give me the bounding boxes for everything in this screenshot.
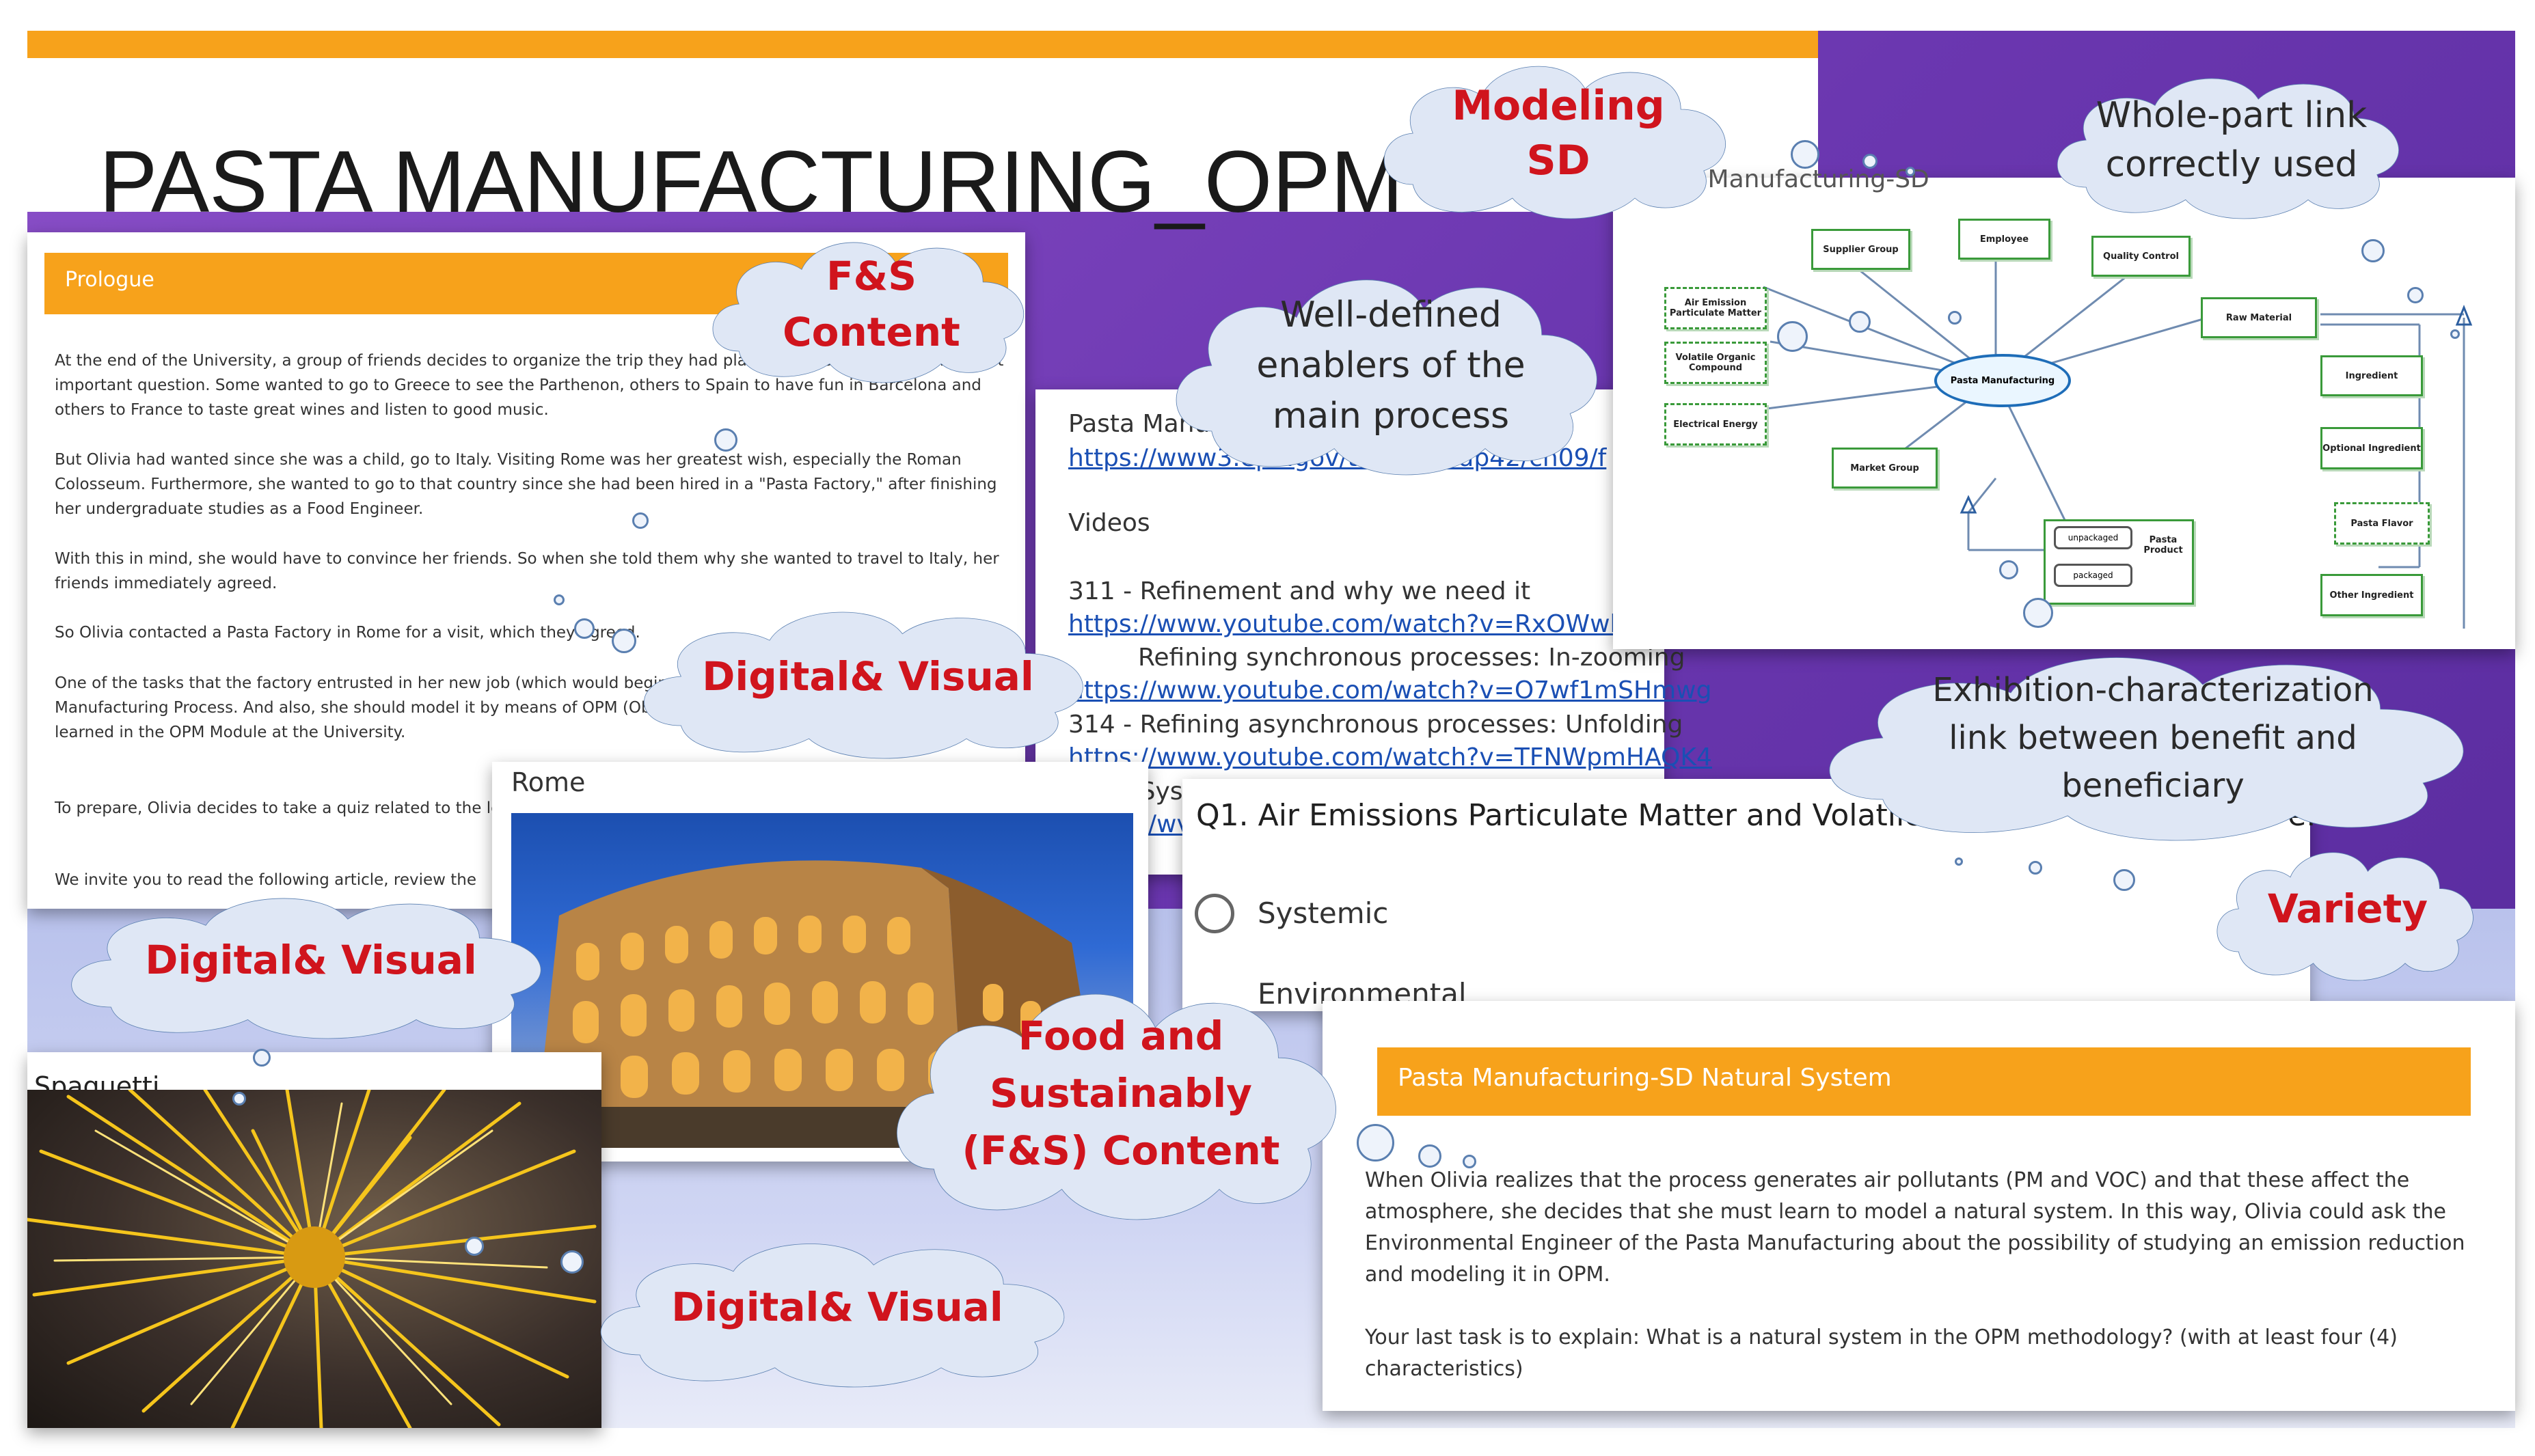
cloud-digital-visual-left: Digital& Visual [48,881,574,1039]
prologue-paragraph: We invite you to read the following arti… [55,871,477,889]
bubble-dot [1849,311,1871,333]
bubble-dot [714,428,737,452]
bubble-dot [253,1049,271,1067]
video-label: Refining synchronous processes: In-zoomi… [1138,644,1685,672]
natural-system-header: Pasta Manufacturing-SD Natural System [1377,1047,2471,1116]
prologue-title: Prologue [65,268,154,292]
cloud-well-defined: Well-defined enablers of the main proces… [1155,256,1627,475]
prologue-paragraph: With this in mind, she would have to con… [55,550,999,592]
video-label: 311 - Refinement and why we need it [1068,577,1531,605]
spaghetti-drawing [27,1090,597,1428]
node-quality: Quality Control [2091,236,2191,277]
node-voc: Volatile Organic Compound [1664,342,1767,384]
spaghetti-card: Spaguetti [27,1052,601,1428]
video-link[interactable]: https://www.youtube.com/watch?v=RxOWwh [1068,610,1626,638]
prologue-paragraph: But Olivia had wanted since she was a ch… [55,451,997,518]
prologue-paragraph: So Olivia contacted a Pasta Factory in R… [55,624,640,642]
node-pasta-flavor: Pasta Flavor [2334,502,2430,545]
state-unpackaged: unpackaged [2054,526,2132,549]
bubble-dot [2407,287,2424,303]
spaghetti-image [27,1090,601,1428]
option-systemic: Systemic [1258,896,1389,930]
node-supplier: Supplier Group [1811,229,1910,270]
bubble-dot [1862,154,1877,169]
node-ingredient: Ingredient [2320,355,2423,396]
cloud-exhibition: Exhibition-characterization link between… [1798,635,2508,840]
bubble-dot [554,594,565,605]
cloud-digital-visual-top: Digital& Visual [622,594,1114,758]
bubble-dot [2029,861,2042,875]
bubble-dot [1948,311,1962,325]
bubble-dot [1906,167,1915,176]
bubble-dot [1955,857,1963,866]
cloud-whole-part: Whole-part link correctly used [2040,61,2423,219]
node-other-ingredient: Other Ingredient [2320,574,2423,616]
bubble-dot [574,618,595,639]
video-link[interactable]: https://www.youtube.com/watch?v=O7wf1mSH… [1068,676,1712,704]
bubble-dot [1791,140,1819,169]
bubble-dot [1463,1155,1476,1168]
cloud-variety: Variety [2204,837,2491,980]
bubble-dot [2450,329,2460,339]
node-market: Market Group [1832,448,1938,489]
natural-system-card: Pasta Manufacturing-SD Natural System Wh… [1323,1001,2515,1411]
radio-systemic[interactable] [1195,894,1234,933]
cloud-modeling-sd: Modeling SD [1367,48,1750,219]
bubble-dot [2361,239,2385,262]
videos-label: Videos [1068,509,1150,537]
bubble-dot [1777,321,1808,352]
bubble-dot [1999,560,2018,579]
cloud-food-sustainably: Food and Sustainably (F&S) Content [875,967,1367,1220]
bubble-dot [465,1237,484,1256]
natural-system-question: Your last task is to explain: What is a … [1365,1325,2398,1381]
node-energy: Electrical Energy [1664,403,1767,445]
video-label: 314 - Refining asynchronous processes: U… [1068,711,1683,739]
state-packaged: packaged [2054,564,2132,587]
cloud-fs-content: F&S Content [697,225,1046,383]
bubble-dot [1357,1124,1394,1162]
bubble-dot [612,629,636,653]
node-optional-ingredient: Optional Ingredient [2320,427,2423,469]
bubble-dot [2113,869,2135,891]
natural-system-title: Pasta Manufacturing-SD Natural System [1398,1064,1892,1092]
rome-caption: Rome [511,767,586,797]
center-process: Pasta Manufacturing [1934,354,2071,407]
node-raw-material: Raw Material [2201,297,2317,338]
cloud-digital-visual-bottom: Digital& Visual [578,1226,1097,1387]
natural-system-paragraph: When Olivia realizes that the process ge… [1365,1168,2465,1287]
bubble-dot [232,1092,246,1105]
video-link[interactable]: https://www.youtube.com/watch?v=TFNWpmHA… [1068,743,1712,771]
bubble-dot [560,1250,584,1274]
node-air-emission: Air Emission Particulate Matter [1664,287,1767,329]
quiz-question: Q1. Air Emissions Particulate Matter and… [1196,798,2316,833]
node-employee: Employee [1958,219,2050,260]
bubble-dot [632,512,649,529]
bubble-dot [2023,598,2053,628]
bubble-dot [1418,1144,1441,1168]
page-title: PASTA MANUFACTURING_OPM [99,133,1404,231]
